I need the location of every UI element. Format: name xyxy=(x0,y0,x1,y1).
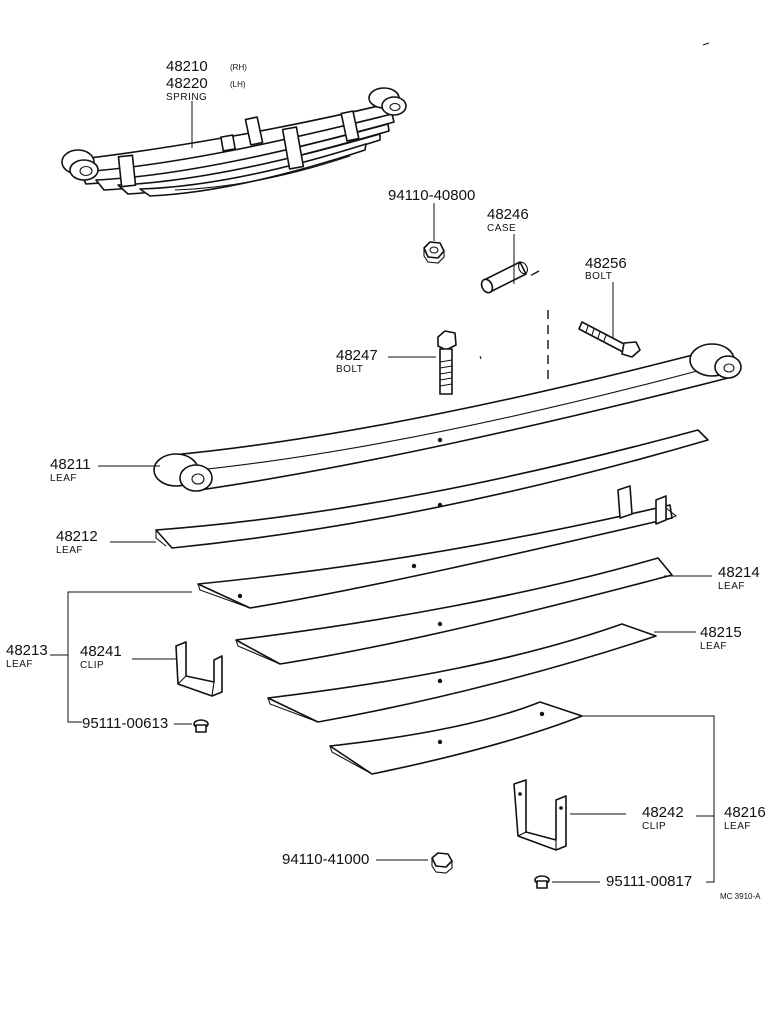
leaf-48212 xyxy=(155,429,709,549)
spring-part-name: SPRING xyxy=(166,92,207,103)
leaf-48213 xyxy=(197,485,678,609)
spring-lh-side: (LH) xyxy=(230,80,246,89)
bolt-center-part-name: BOLT xyxy=(336,364,363,375)
leaf-48211-part-name: LEAF xyxy=(50,473,77,484)
clip-48241-part-number: 48241 xyxy=(80,643,122,660)
nut-top xyxy=(423,241,445,264)
clip-48242-part-number: 48242 xyxy=(642,804,684,821)
leaf-48215 xyxy=(267,623,657,723)
clip-48242 xyxy=(513,779,567,851)
leaf-48216-part-name: LEAF xyxy=(724,821,751,832)
leaf-48212-part-number: 48212 xyxy=(56,528,98,545)
spring-rh-part-number: 48210 xyxy=(166,58,208,75)
leaf-48216-part-number: 48216 xyxy=(724,804,766,821)
leaf-48215-part-name: LEAF xyxy=(700,641,727,652)
bolt-top-part-name: BOLT xyxy=(585,271,612,282)
nut-top-part-number: 94110-40800 xyxy=(388,187,475,204)
spring-rh-side: (RH) xyxy=(230,63,247,72)
bolt-top xyxy=(578,321,641,358)
nut-bottom xyxy=(431,852,453,874)
rivet-95111-00613 xyxy=(193,719,209,733)
leaf-48211-part-number: 48211 xyxy=(50,456,91,473)
clip-48241-part-name: CLIP xyxy=(80,660,104,671)
rivet-95111-00817-part-number: 95111-00817 xyxy=(606,873,692,890)
bolt-center xyxy=(437,330,457,395)
bolt-center-part-number: 48247 xyxy=(336,347,378,364)
leaf-48214-part-name: LEAF xyxy=(718,581,745,592)
case-part-number: 48246 xyxy=(487,206,529,223)
bolt-top-part-number: 48256 xyxy=(585,255,627,272)
nut-bottom-part-number: 94110-41000 xyxy=(282,851,369,868)
leaf-48214 xyxy=(235,557,673,665)
leaf-48215-part-number: 48215 xyxy=(700,624,742,641)
case-part-name: CASE xyxy=(487,223,516,234)
rivet-95111-00817 xyxy=(534,875,550,889)
spring-lh-part-number: 48220 xyxy=(166,75,208,92)
rivet-95111-00613-part-number: 95111-00613 xyxy=(82,715,168,732)
case xyxy=(480,261,529,294)
leaf-48213-part-number: 48213 xyxy=(6,642,48,659)
leaf-48212-part-name: LEAF xyxy=(56,545,83,556)
leaf-48213-part-name: LEAF xyxy=(6,659,33,670)
leaf-48211 xyxy=(153,343,742,492)
leaf-48214-part-number: 48214 xyxy=(718,564,760,581)
clip-48242-part-name: CLIP xyxy=(642,821,666,832)
figure-code: MC 3910-A xyxy=(720,892,761,901)
spring-assembly xyxy=(61,87,407,197)
clip-48241 xyxy=(175,641,223,697)
